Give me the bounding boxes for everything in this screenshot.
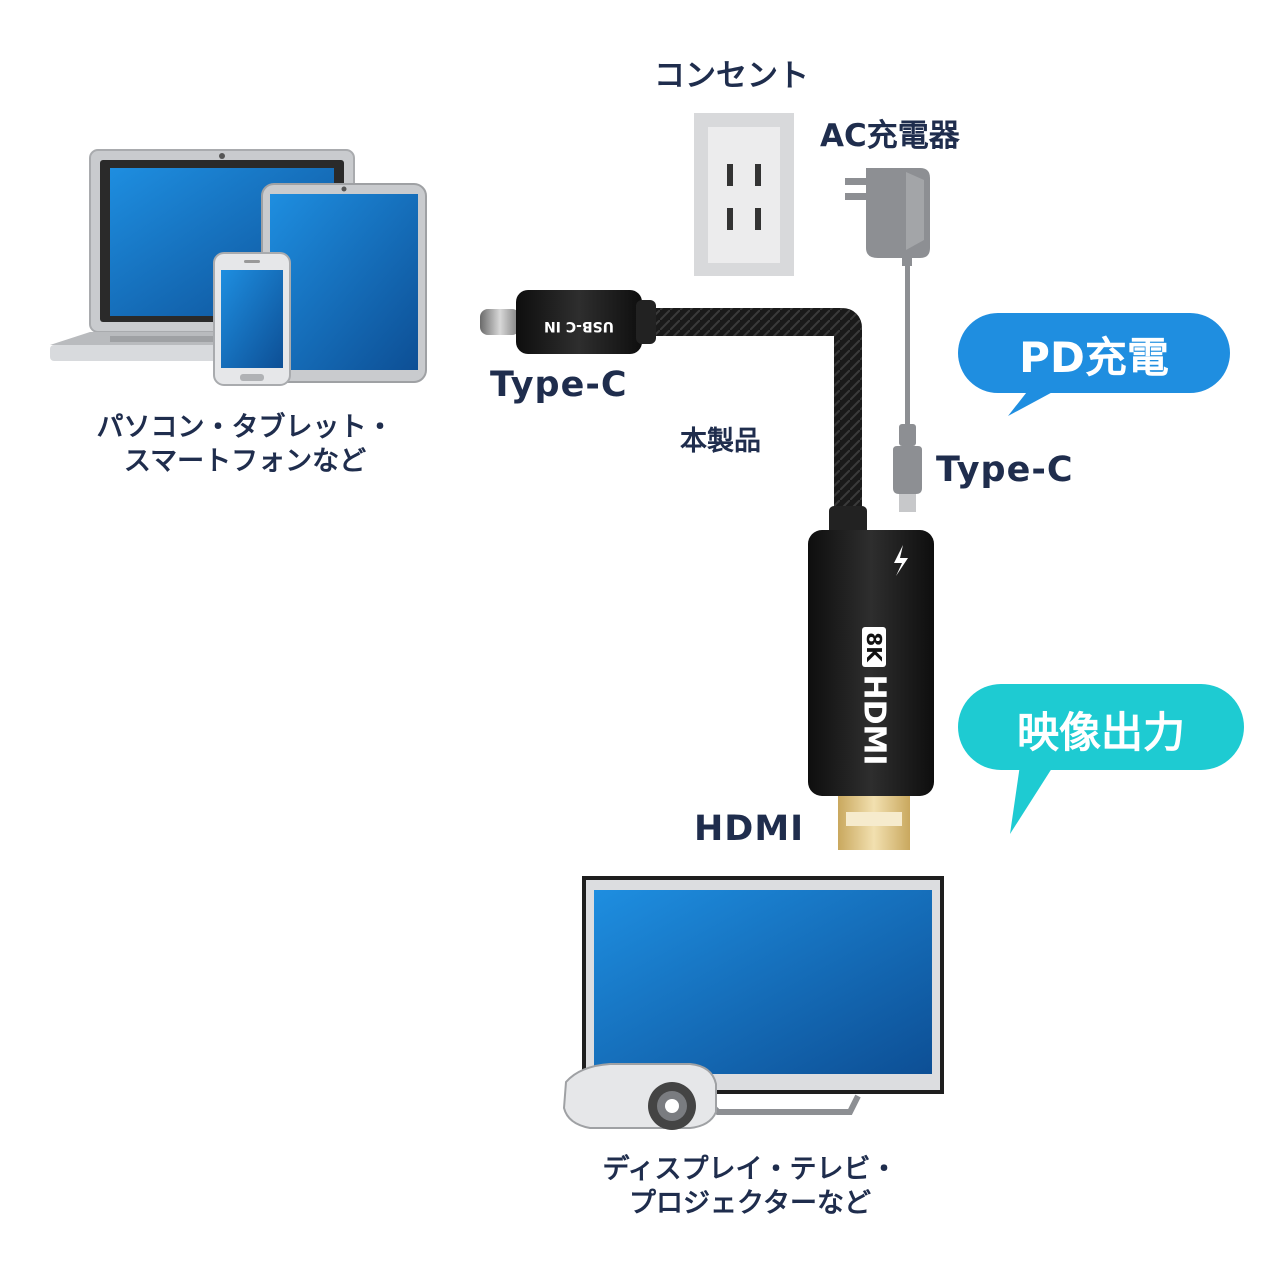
display-icon xyxy=(582,876,944,1115)
usb-c-plug: USB-C IN xyxy=(480,290,656,354)
pd-type-c-label: Type-C xyxy=(936,450,1074,490)
wall-outlet-icon xyxy=(694,113,794,276)
usb-c-in-marking: USB-C IN xyxy=(544,318,614,334)
braided-cable xyxy=(652,308,862,510)
displays-label-line1: ディスプレイ・テレビ・ xyxy=(602,1154,898,1185)
projector-icon xyxy=(562,1063,717,1130)
resolution-badge: 8K xyxy=(862,632,886,663)
product-label: 本製品 xyxy=(680,426,761,457)
displays-label-line2: プロジェクターなど xyxy=(629,1188,871,1219)
charging-bolt-icon xyxy=(894,545,908,576)
usb-c-type-label: Type-C xyxy=(490,365,628,405)
tablet-icon xyxy=(261,183,427,383)
ac-charger-label: AC充電器 xyxy=(820,118,960,154)
hdmi-adapter: 8K HDMI xyxy=(808,506,934,850)
hdmi-marking: HDMI xyxy=(857,674,892,765)
pd-charge-bubble xyxy=(958,313,1230,416)
video-output-bubble xyxy=(958,684,1244,834)
devices-label-line2: スマートフォンなど xyxy=(123,446,367,477)
ac-charger-icon xyxy=(845,168,930,512)
outlet-label: コンセント xyxy=(654,58,809,94)
hdmi-label: HDMI xyxy=(694,809,805,849)
devices-label-line1: パソコン・タブレット・ xyxy=(96,412,394,443)
pd-charge-text: PD充電 xyxy=(1019,333,1169,382)
video-output-text: 映像出力 xyxy=(1016,708,1185,757)
smartphone-icon xyxy=(213,252,291,386)
